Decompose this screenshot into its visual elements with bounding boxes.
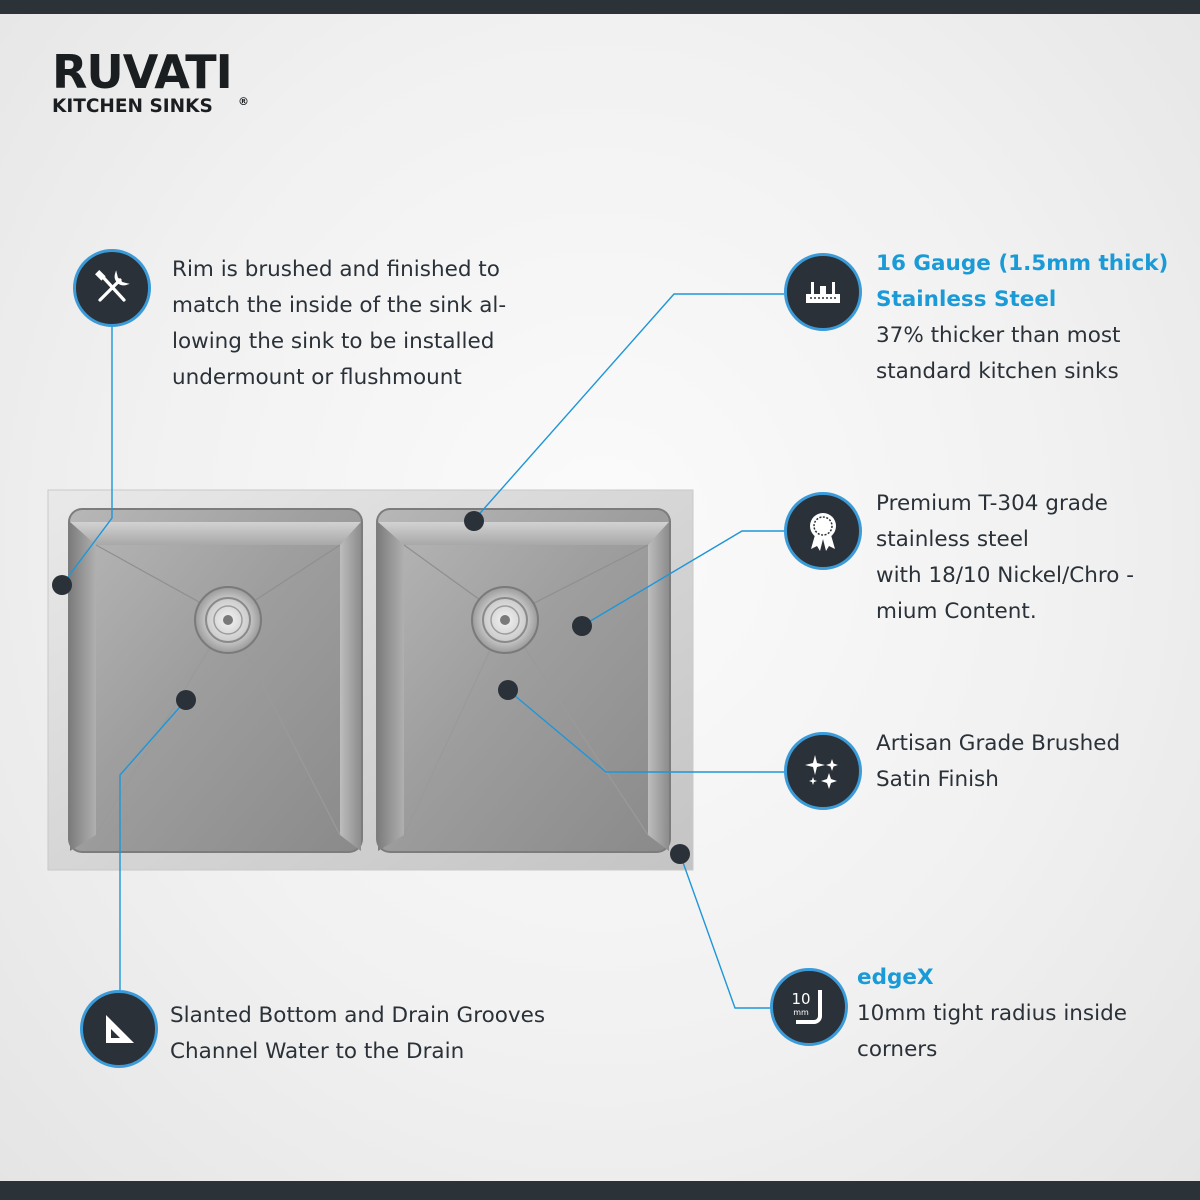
rim-line-1: Rim is brushed and finished to <box>172 257 500 282</box>
ruler-icon <box>784 253 862 331</box>
rim-line-2: match the inside of the sink al- <box>172 293 507 318</box>
bottom-bar <box>0 1181 1200 1200</box>
steel-line-4: mium Content. <box>876 599 1037 624</box>
rim-line-4: undermount or flushmount <box>172 365 462 390</box>
slanted-bottom-icon <box>80 990 158 1068</box>
tools-icon <box>73 249 151 327</box>
gauge-line-1: 37% thicker than most <box>876 323 1121 348</box>
dot-finish <box>498 680 518 700</box>
finish-line-1: Artisan Grade Brushed <box>876 731 1121 756</box>
callout-dots <box>52 511 690 864</box>
gauge-heading-2: Stainless Steel <box>876 287 1057 312</box>
leader-bottom <box>119 699 187 990</box>
leader-gauge <box>473 293 784 521</box>
leader-lines <box>61 293 784 1009</box>
bottom-line-1: Slanted Bottom and Drain Grooves <box>170 1003 546 1028</box>
bottom-line-2: Channel Water to the Drain <box>170 1039 465 1064</box>
finish-description: Artisan Grade Brushed Satin Finish <box>876 726 1120 798</box>
top-bar <box>0 0 1200 14</box>
dot-rim <box>52 575 72 595</box>
registered-mark: ® <box>238 95 249 108</box>
sparkle-icon <box>784 732 862 810</box>
edge-heading: edgeX <box>857 965 934 990</box>
rim-description: Rim is brushed and finished to match the… <box>172 252 506 396</box>
edge-line-2: corners <box>857 1037 938 1062</box>
dot-bottom <box>176 690 196 710</box>
right-bowl <box>376 508 671 853</box>
finish-line-2: Satin Finish <box>876 767 999 792</box>
steel-line-2: stainless steel <box>876 527 1029 552</box>
award-ribbon-icon <box>784 492 862 570</box>
edge-description: edgeX 10mm tight radius inside corners <box>857 960 1127 1068</box>
brand-logo: RUVATI® KITCHEN SINKS <box>52 49 249 117</box>
rim-line-3: lowing the sink to be installed <box>172 329 495 354</box>
dot-gauge <box>464 511 484 531</box>
leader-finish <box>507 689 784 773</box>
dot-steel <box>572 616 592 636</box>
gauge-heading-1: 16 Gauge (1.5mm thick) <box>876 251 1169 276</box>
steel-description: Premium T-304 grade stainless steel with… <box>876 486 1134 630</box>
svg-text:mm: mm <box>793 1008 809 1017</box>
leader-rim <box>61 327 113 586</box>
edge-line-1: 10mm tight radius inside <box>857 1001 1127 1026</box>
svg-text:10: 10 <box>791 990 810 1008</box>
brand-subtitle: KITCHEN SINKS <box>52 96 213 117</box>
corner-radius-icon: 10 mm <box>770 968 848 1046</box>
gauge-description: 16 Gauge (1.5mm thick) Stainless Steel 3… <box>876 246 1168 390</box>
steel-line-1: Premium T-304 grade <box>876 491 1108 516</box>
left-bowl <box>68 508 363 853</box>
steel-line-3: with 18/10 Nickel/Chro - <box>876 563 1134 588</box>
brand-name: RUVATI® <box>52 49 249 108</box>
gauge-line-2: standard kitchen sinks <box>876 359 1119 384</box>
bottom-description: Slanted Bottom and Drain Grooves Channel… <box>170 998 545 1070</box>
leader-steel <box>581 530 784 627</box>
dot-edge <box>670 844 690 864</box>
leader-edge <box>679 853 770 1009</box>
